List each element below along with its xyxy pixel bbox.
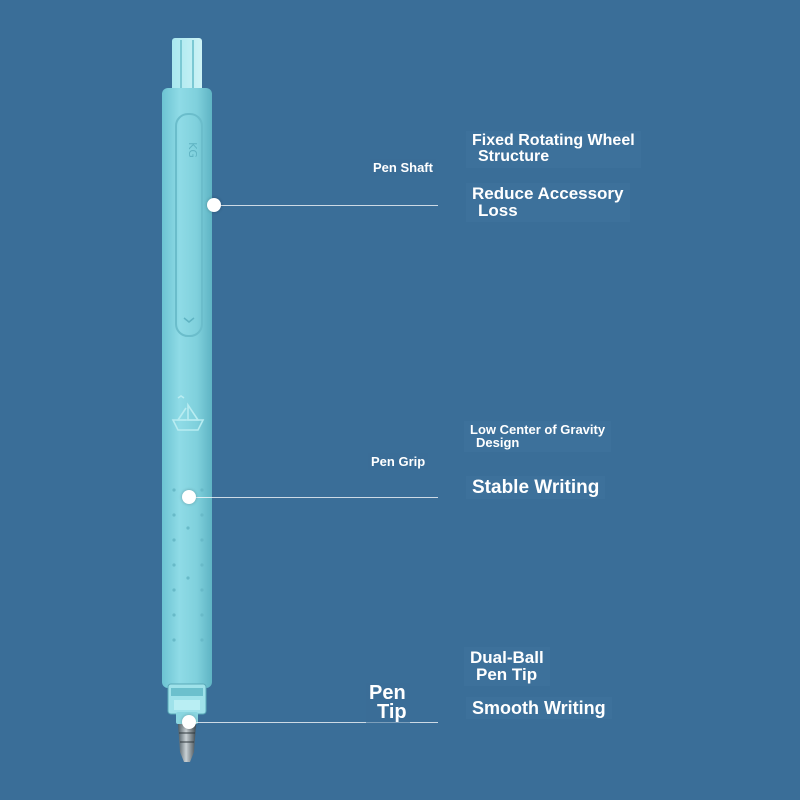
pen-body (162, 88, 212, 688)
pen-tip-dot (182, 715, 196, 729)
pen-tip-label: Pen Tip (366, 683, 410, 723)
grip-feature-low-gravity: Low Center of Gravity Design (464, 421, 612, 452)
tip-feature-smooth-writing: Smooth Writing (466, 697, 612, 720)
feature-line: Low Center of Gravity (470, 422, 606, 437)
shaft-leader-line (214, 205, 438, 206)
pen-metal-tip (178, 724, 196, 762)
feature-line: Design (476, 435, 520, 451)
tip-feature-dual-ball: Dual-Ball Pen Tip (464, 647, 550, 686)
grip-texture (172, 488, 204, 642)
pen-shaft-label: Pen Shaft (370, 159, 436, 176)
pen-shaft-dot (207, 198, 221, 212)
pen-clip (175, 113, 203, 337)
shaft-feature-reduce-loss: Reduce Accessory Loss (466, 183, 630, 222)
feature-line: Reduce Accessory (472, 184, 624, 203)
pen-clicker (172, 38, 202, 96)
part-line: Tip (377, 701, 407, 723)
feature-line: Dual-Ball (470, 648, 544, 667)
feature-line: Structure (478, 148, 550, 166)
feature-line: Fixed Rotating Wheel (472, 132, 635, 149)
part-line: Pen (369, 682, 406, 704)
feature-line: Pen Tip (476, 665, 538, 685)
tip-leader-line (196, 722, 438, 723)
pen-grip-dot (182, 490, 196, 504)
grip-leader-line (196, 497, 438, 498)
grip-feature-stable-writing: Stable Writing (466, 476, 606, 500)
pen-grip-label: Pen Grip (368, 453, 429, 470)
feature-line: Loss (478, 201, 518, 221)
brand-mark: KG (186, 142, 199, 158)
boat-logo-icon (171, 395, 205, 431)
shaft-feature-rotating-wheel: Fixed Rotating Wheel Structure (466, 131, 641, 168)
